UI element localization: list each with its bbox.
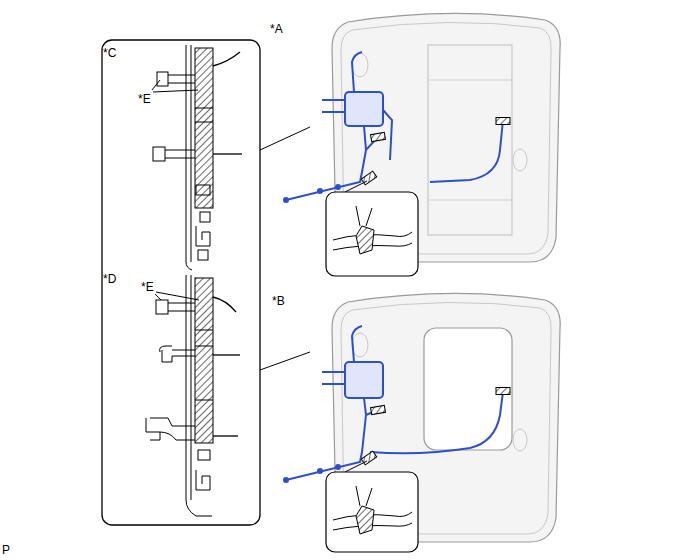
callout-label: *B [272,294,285,308]
section-c-cross-section [152,45,242,270]
section-d-cross-section [146,275,240,516]
callout-label: *D [103,272,116,286]
callout-label: *A [270,22,283,36]
callout-label: *C [103,46,116,60]
callout-label: *E [141,280,154,294]
callout-label: *E [138,92,151,106]
headliner-top-view-a [284,13,560,276]
detail-panel [102,40,260,525]
figure-code: P [2,543,10,557]
headliner-top-view-b [284,293,560,552]
